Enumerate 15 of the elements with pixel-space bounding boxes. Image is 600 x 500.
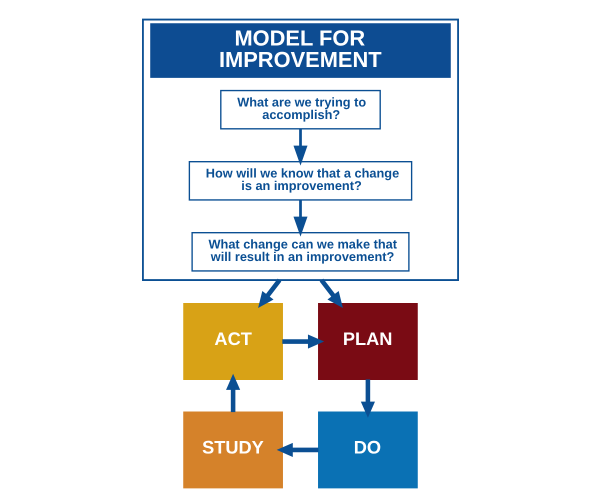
arrow bbox=[319, 278, 342, 308]
arrow bbox=[226, 374, 240, 412]
node-box: What are we trying to accomplish? bbox=[220, 90, 380, 130]
arrow bbox=[292, 129, 308, 166]
node-box: What change can we make that will result in an improvement? bbox=[190, 232, 410, 272]
node-box: How will we know that a change is an improvement? bbox=[188, 160, 412, 201]
node-box: STUDY bbox=[182, 411, 282, 488]
node-box: DO bbox=[318, 411, 418, 488]
node-box: ACT bbox=[182, 303, 282, 380]
node-box: PLAN bbox=[318, 303, 418, 380]
arrow bbox=[258, 278, 281, 308]
arrow bbox=[292, 200, 308, 237]
arrow bbox=[276, 442, 318, 457]
arrow bbox=[360, 379, 374, 418]
arrow bbox=[282, 334, 324, 349]
